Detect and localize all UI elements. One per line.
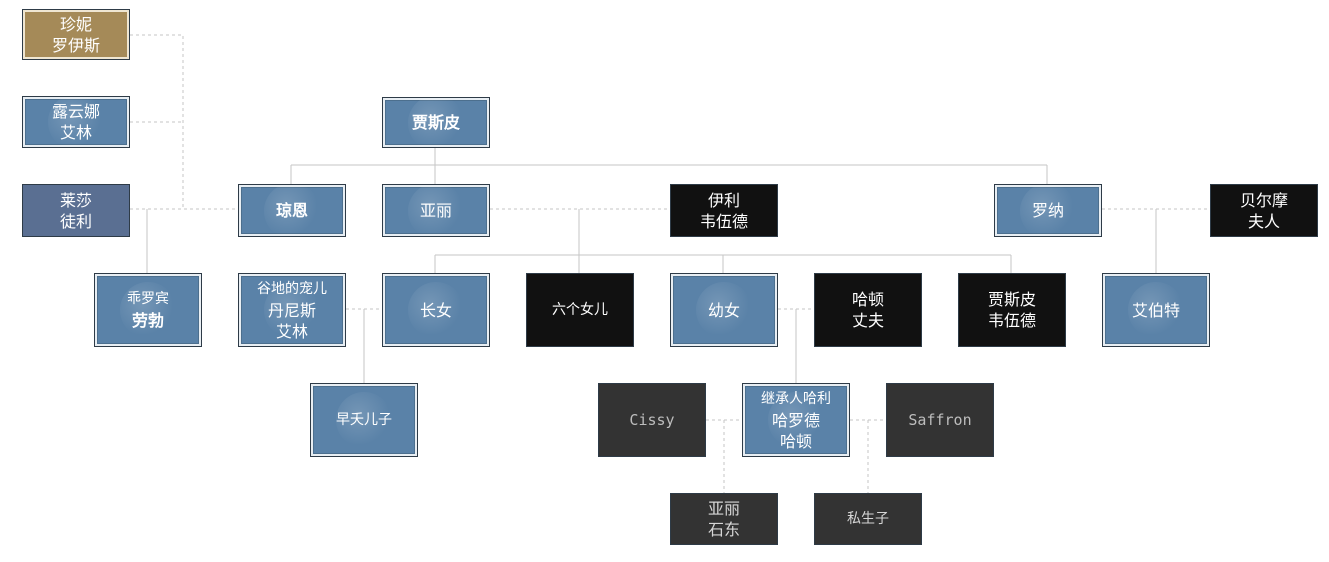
node-ali-line1: 亚丽 xyxy=(419,201,452,220)
node-belmore-line2: 夫人 xyxy=(1247,211,1280,231)
node-alayne-stone[interactable]: 亚丽 石东 xyxy=(670,493,778,545)
node-jon-arryn[interactable]: 琼恩 xyxy=(238,184,346,237)
node-eldest-daughter[interactable]: 长女 xyxy=(382,273,490,347)
node-jwaxley-line2: 韦伍德 xyxy=(987,311,1036,330)
node-lady-belmore[interactable]: 贝尔摩 夫人 xyxy=(1210,184,1318,237)
node-harry-line1: 继承人哈利 xyxy=(761,390,831,407)
node-stillborn-line1: 早夭儿子 xyxy=(336,411,392,428)
node-jon-line1: 琼恩 xyxy=(275,201,308,220)
node-rowena-arryn[interactable]: 露云娜 艾林 xyxy=(22,96,130,148)
node-saffron[interactable]: Saffron xyxy=(886,383,994,457)
node-albert-arryn[interactable]: 艾伯特 xyxy=(1102,273,1210,347)
node-alayne-line2: 石东 xyxy=(707,520,740,539)
node-eldest-line1: 长女 xyxy=(419,300,452,320)
node-youngest-daughter[interactable]: 幼女 xyxy=(670,273,778,347)
node-lysa-tully[interactable]: 莱莎 徒利 xyxy=(22,184,130,237)
node-denys-line3: 艾林 xyxy=(275,321,308,341)
node-jasper-waxley[interactable]: 贾斯皮 韦伍德 xyxy=(958,273,1066,347)
node-harlton-line1: 哈顿 xyxy=(851,290,884,309)
node-bastard[interactable]: 私生子 xyxy=(814,493,922,545)
node-rowena-line2: 艾林 xyxy=(59,123,92,142)
node-lysa-line2: 徒利 xyxy=(59,211,92,231)
node-cissy-line1: Cissy xyxy=(629,410,675,429)
node-jwaxley-line1: 贾斯皮 xyxy=(987,290,1036,309)
node-robin-line2: 劳勃 xyxy=(131,311,164,330)
node-cissy[interactable]: Cissy xyxy=(598,383,706,457)
node-lysa-line1: 莱莎 xyxy=(59,190,92,210)
node-stillborn-son[interactable]: 早夭儿子 xyxy=(310,383,418,457)
node-saffron-line1: Saffron xyxy=(908,410,972,429)
node-jasper-line1: 贾斯皮 xyxy=(411,113,460,132)
node-denys-arryn[interactable]: 谷地的宠儿 丹尼斯 艾林 xyxy=(238,273,346,347)
descent-ali-elys xyxy=(434,209,1012,273)
node-robin-arryn[interactable]: 乖罗宾 劳勃 xyxy=(94,273,202,347)
node-harlton-husband[interactable]: 哈顿 丈夫 xyxy=(814,273,922,347)
node-jenny-line1: 珍妮 xyxy=(59,14,92,34)
node-jenny-royce[interactable]: 珍妮 罗伊斯 xyxy=(22,9,130,60)
node-harlton-line2: 丈夫 xyxy=(851,311,884,330)
node-alayne-line1: 亚丽 xyxy=(707,499,740,518)
node-belmore-line1: 贝尔摩 xyxy=(1239,190,1288,210)
node-elys-line2: 韦伍德 xyxy=(699,211,748,231)
node-jasper-arryn[interactable]: 贾斯皮 xyxy=(382,97,490,148)
node-bastard-line1: 私生子 xyxy=(847,510,889,527)
node-ali-arryn[interactable]: 亚丽 xyxy=(382,184,490,237)
node-rowena-line1: 露云娜 xyxy=(51,102,100,121)
descent-jasper xyxy=(290,147,1048,184)
node-albert-line1: 艾伯特 xyxy=(1131,300,1180,320)
node-robin-line1: 乖罗宾 xyxy=(127,291,169,307)
node-harry-line2: 哈罗德 xyxy=(771,410,820,430)
node-six-daughters[interactable]: 六个女儿 xyxy=(526,273,634,347)
node-six-line1: 六个女儿 xyxy=(552,301,608,318)
node-youngest-line1: 幼女 xyxy=(707,300,740,320)
node-rhona-arryn[interactable]: 罗纳 xyxy=(994,184,1102,237)
node-rhona-line1: 罗纳 xyxy=(1031,201,1064,220)
node-jenny-line2: 罗伊斯 xyxy=(51,35,100,55)
node-harry-line3: 哈顿 xyxy=(779,431,812,451)
node-denys-line1: 谷地的宠儿 xyxy=(257,280,327,297)
node-elys-waxley[interactable]: 伊利 韦伍德 xyxy=(670,184,778,237)
node-denys-line2: 丹尼斯 xyxy=(267,300,316,320)
marriage-line-jenny xyxy=(130,34,184,209)
node-harry-the-heir[interactable]: 继承人哈利 哈罗德 哈顿 xyxy=(742,383,850,457)
node-elys-line1: 伊利 xyxy=(707,190,740,210)
